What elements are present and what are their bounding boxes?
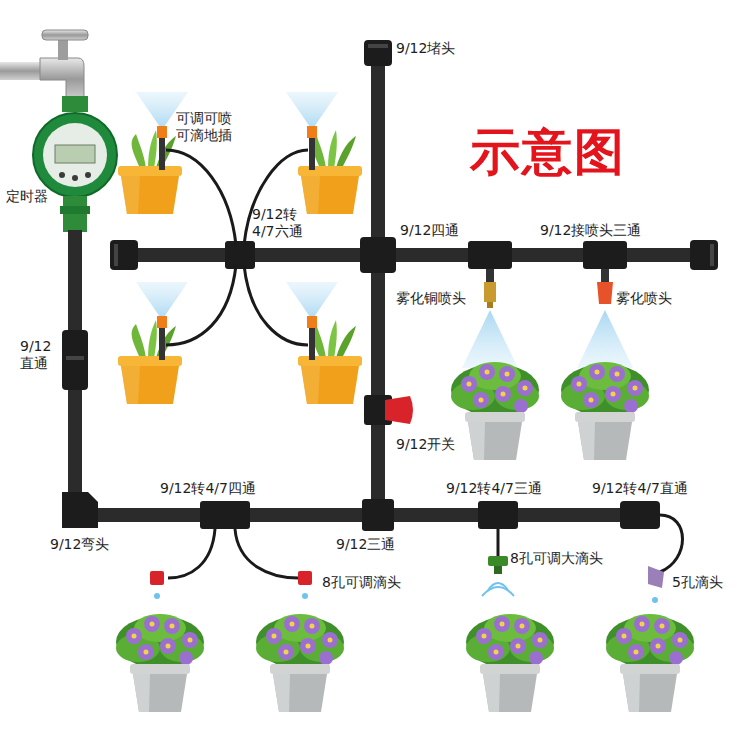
diagram-title: 示意图: [470, 124, 626, 180]
part-label: 9/12转4/7直通: [592, 480, 688, 497]
part-label: 8孔可调滴头: [322, 574, 401, 591]
part-label: 9/12三通: [336, 536, 395, 553]
part-label: 可调可喷 可滴地插: [176, 110, 238, 144]
part-label: 9/12开关: [396, 436, 455, 453]
part-label: 雾化铜喷头: [396, 290, 466, 307]
part-label: 8孔可调大滴头: [510, 550, 603, 567]
part-label: 9/12 直通: [20, 338, 58, 372]
part-label: 9/12转4/7三通: [446, 480, 542, 497]
part-label: 9/12接喷头三通: [540, 222, 641, 239]
part-label: 9/12堵头: [396, 40, 455, 57]
part-label: 9/12转4/7四通: [160, 480, 256, 497]
part-label: 定时器: [6, 188, 48, 205]
part-label: 5孔滴头: [672, 574, 723, 591]
part-label: 雾化喷头: [616, 290, 672, 307]
part-label: 9/12转 4/7六通: [252, 206, 312, 240]
part-label: 9/12弯头: [50, 536, 109, 553]
part-label: 9/12四通: [400, 222, 459, 239]
